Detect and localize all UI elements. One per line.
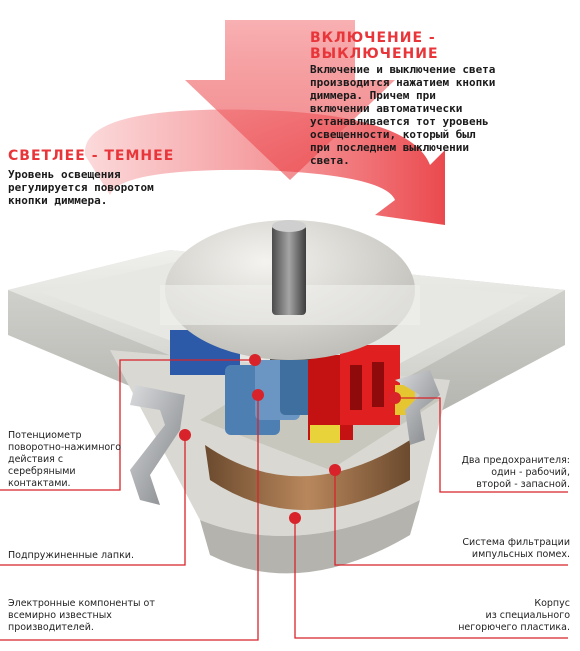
text-brighter-darker: Уровень освещения регулируется поворотом… bbox=[8, 168, 154, 207]
dot-spring-clips bbox=[179, 429, 191, 441]
callout-leaders bbox=[0, 359, 568, 641]
callout-filter: Система фильтрации импульсных помех. bbox=[462, 537, 570, 560]
spring-clips bbox=[130, 370, 440, 505]
dot-housing bbox=[289, 512, 301, 524]
leader-spring-clips bbox=[0, 435, 186, 566]
leader-fuses bbox=[395, 397, 568, 493]
leader-housing bbox=[294, 518, 568, 639]
heading-brighter-darker: СВЕТЛЕЕ - ТЕМНЕЕ bbox=[8, 148, 175, 164]
heading-on-off: ВКЛЮЧЕНИЕ - ВЫКЛЮЧЕНИЕ bbox=[310, 30, 439, 62]
callout-spring-clips: Подпружиненные лапки. bbox=[8, 550, 135, 561]
leader-filter bbox=[334, 470, 568, 566]
callout-housing: Корпус из специального негорючего пласти… bbox=[458, 598, 570, 633]
push-arrow bbox=[185, 20, 395, 180]
leader-electronics bbox=[0, 395, 259, 641]
callout-electronics: Электронные компоненты от всемирно извес… bbox=[8, 598, 155, 633]
callout-potentiometer: Потенциометр поворотно-нажимного действи… bbox=[8, 430, 122, 489]
rotation-arrow bbox=[84, 109, 445, 225]
callout-fuses: Два предохранителя: один - рабочий, втор… bbox=[461, 455, 570, 490]
dimmer-knob bbox=[160, 220, 420, 360]
text-on-off: Включение и выключение света производитс… bbox=[310, 63, 496, 167]
callout-dots bbox=[179, 354, 401, 524]
dot-electronics bbox=[252, 389, 264, 401]
dot-potentiometer bbox=[249, 354, 261, 366]
dot-fuses bbox=[389, 392, 401, 404]
dot-filter bbox=[329, 464, 341, 476]
leader-potentiometer bbox=[0, 359, 255, 491]
